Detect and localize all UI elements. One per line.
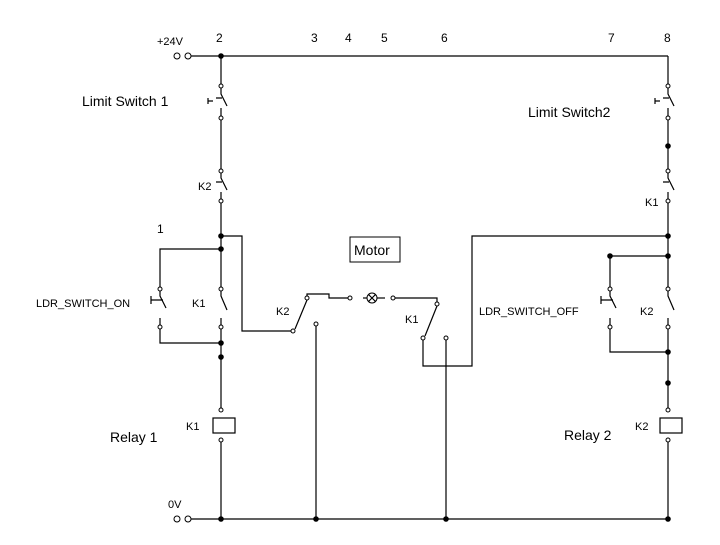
labels: +24V 0V 2 3 4 5 6 7 8 1 Limit Switch 1 K… <box>36 31 671 511</box>
k1-holding-contact <box>218 286 228 330</box>
motor-k2-changeover-contact <box>290 295 319 334</box>
k1-right-interlock-label: K1 <box>645 197 658 209</box>
motor-label-box <box>349 236 401 263</box>
terminals <box>173 52 192 523</box>
ldr-switch-off-label: LDR_SWITCH_OFF <box>479 306 579 318</box>
node-number: 2 <box>216 31 223 45</box>
k2-holding-contact <box>665 286 675 330</box>
wires <box>159 55 669 520</box>
junction-dots <box>218 53 671 522</box>
node-number: 3 <box>311 31 318 45</box>
node-number: 8 <box>664 31 671 45</box>
motor-lamp-icon <box>347 292 396 304</box>
node-number: 1 <box>157 222 164 236</box>
motor-k1-contact-label: K1 <box>405 314 418 326</box>
node-number: 7 <box>608 31 615 45</box>
relay-1-coil <box>212 407 236 443</box>
ldr-switch-on-contact <box>150 286 167 330</box>
limit-switch-2-label: Limit Switch2 <box>528 104 611 120</box>
k1-right-interlock-contact <box>663 168 675 204</box>
relay-2-coil-label: K2 <box>635 421 648 433</box>
contacts <box>150 83 675 341</box>
node-number: 6 <box>441 31 448 45</box>
motor-k1-changeover-contact <box>420 301 449 341</box>
relay-coils <box>212 407 683 443</box>
limit-switch-1-label: Limit Switch 1 <box>82 93 169 109</box>
supply-ground-label: 0V <box>168 499 182 511</box>
limit-switch-2-contact <box>654 83 675 121</box>
node-number: 5 <box>381 31 388 45</box>
k2-holding-label: K2 <box>640 306 653 318</box>
relay-1-label: Relay 1 <box>110 429 158 445</box>
node-number: 4 <box>345 31 352 45</box>
relay-2-label: Relay 2 <box>564 427 612 443</box>
relay-1-coil-label: K1 <box>186 421 199 433</box>
relay-2-coil <box>659 407 683 443</box>
motor-label: Motor <box>354 242 390 258</box>
limit-switch-1-contact <box>207 83 228 121</box>
k1-holding-label: K1 <box>192 298 205 310</box>
ldr-switch-on-label: LDR_SWITCH_ON <box>36 298 130 310</box>
motor-k2-contact-label: K2 <box>276 306 289 318</box>
ldr-switch-off-contact <box>600 286 617 330</box>
supply-positive-label: +24V <box>157 36 184 48</box>
k2-left-interlock-label: K2 <box>198 181 211 193</box>
k2-left-interlock-contact <box>216 168 228 204</box>
